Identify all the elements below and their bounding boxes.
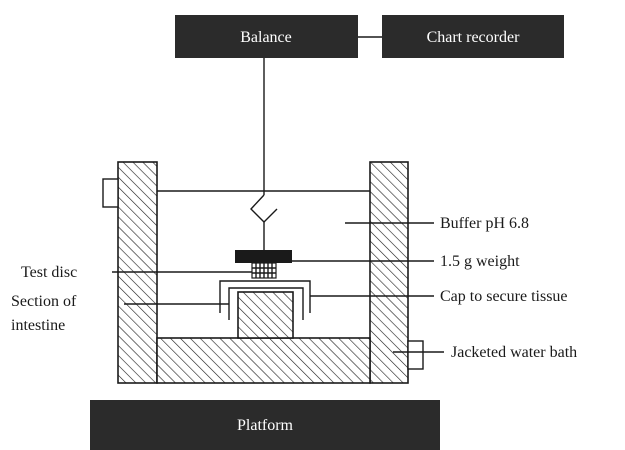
right-jacket-wall	[369, 161, 409, 384]
test-disc-label: Test disc	[21, 264, 77, 281]
chart-recorder-box: Chart recorder	[382, 15, 564, 58]
balance-box: Balance	[175, 15, 358, 58]
tissue-cap	[219, 280, 311, 313]
test-disc	[251, 262, 277, 279]
tissue-pedestal	[237, 291, 294, 339]
cap-label: Cap to secure tissue	[440, 288, 568, 305]
section-label-line2: intestine	[11, 317, 65, 334]
chart-recorder-label: Chart recorder	[427, 29, 521, 46]
left-port	[102, 178, 119, 208]
platform-label: Platform	[237, 417, 294, 434]
buffer-label: Buffer pH 6.8	[440, 215, 529, 232]
section-label-line1: Section of	[11, 293, 77, 310]
bath-base	[156, 337, 371, 384]
hook	[250, 194, 278, 223]
weight-block	[235, 250, 292, 263]
right-port	[407, 340, 424, 370]
weight-label: 1.5 g weight	[440, 253, 520, 270]
platform-box: Platform	[90, 400, 440, 450]
balance-label: Balance	[240, 29, 292, 46]
water-bath-label: Jacketed water bath	[451, 344, 577, 361]
